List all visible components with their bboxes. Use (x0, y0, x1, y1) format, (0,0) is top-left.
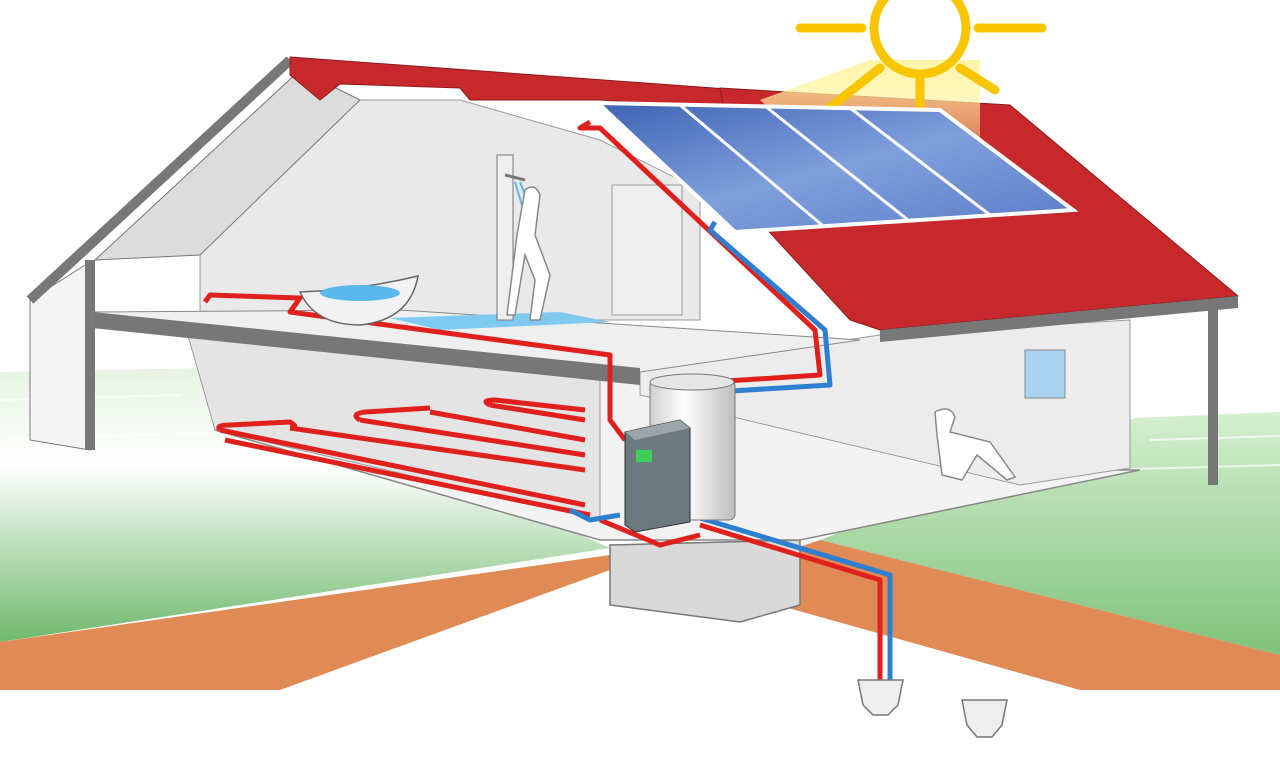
right-post (1208, 300, 1218, 485)
grass-right (820, 412, 1280, 655)
geo-cold-pipe (689, 512, 893, 680)
person-icon (506, 186, 1017, 481)
upper-floor-edge (92, 312, 640, 385)
shower-floor (390, 312, 610, 330)
bath-hot-pipe (202, 292, 627, 442)
geo-hot-pipe (699, 522, 883, 680)
grass-left (0, 368, 610, 642)
shower-icon (496, 154, 533, 321)
attic-door (611, 184, 683, 316)
foundation-block (609, 539, 801, 623)
roof-right-edge (880, 296, 1238, 342)
porch-post (85, 260, 95, 450)
boiler-icon (624, 419, 691, 533)
ground-probe-icon (857, 679, 1008, 738)
ground (0, 368, 1280, 690)
window (1024, 349, 1066, 399)
bathtub-icon (298, 275, 419, 326)
attic-gable (93, 69, 361, 261)
solar-panel-icon (592, 100, 1079, 235)
return-cold-pipe (568, 507, 621, 523)
soil-left (0, 555, 610, 690)
floor-heating-pipes (216, 397, 701, 548)
